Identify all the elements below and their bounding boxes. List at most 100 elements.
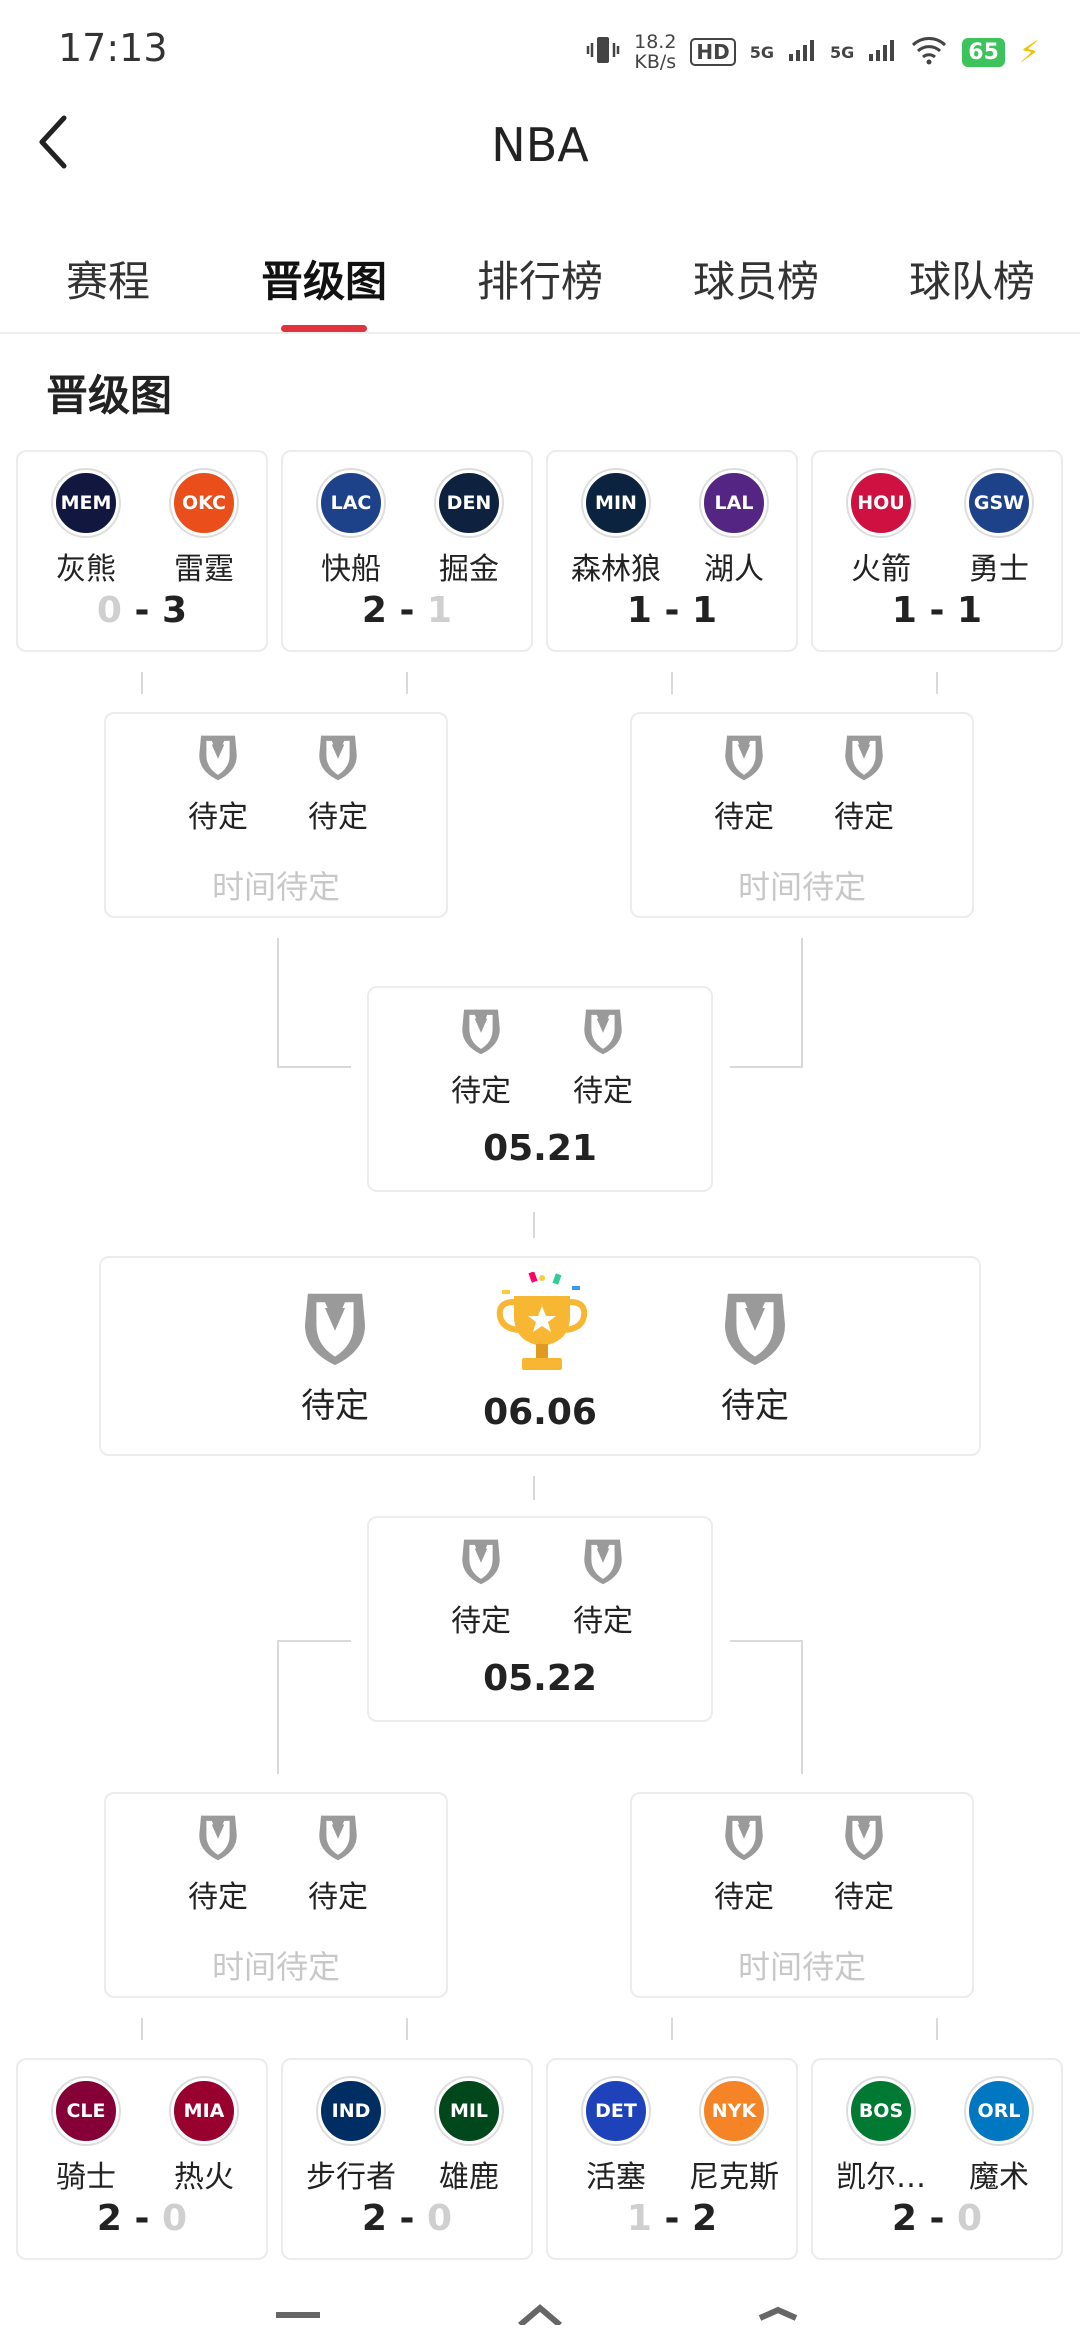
tbd-shield-icon	[845, 1815, 883, 1861]
bracket-line	[533, 1212, 535, 1238]
tab-schedule[interactable]: 赛程	[65, 257, 150, 306]
team-logo-icon: DEN	[436, 470, 502, 536]
score-home: 1	[891, 590, 917, 631]
team-home: IND 步行者	[301, 2078, 401, 2196]
team-tbd-right: 待定	[543, 1536, 663, 1640]
series-score: 1 - 1	[813, 590, 1061, 631]
team-name: 湖人	[704, 552, 764, 587]
series-card-tbd[interactable]: 待定待定时间待定	[630, 712, 974, 918]
score-separator: -	[386, 2198, 427, 2239]
series-card-tbd[interactable]: 待定 待定时间待定	[630, 1792, 974, 1998]
team-tbd-right: 待定	[543, 1006, 663, 1110]
team-logo-icon: LAC	[318, 470, 384, 536]
series-date: 时间待定	[737, 868, 866, 906]
score-away: 1	[427, 590, 453, 631]
page-title: NBA	[491, 118, 589, 172]
score-home: 2	[891, 2198, 917, 2239]
team-away: LAL 湖人	[684, 470, 784, 588]
tbd-shield-icon	[725, 1293, 785, 1366]
status-time: 17:13	[58, 26, 168, 70]
score-separator: -	[916, 590, 957, 631]
tab-standings[interactable]: 排行榜	[476, 257, 603, 306]
team-name: 快船	[321, 552, 381, 587]
team-tbd-left: 待定	[158, 1812, 278, 1916]
team-name: 雄鹿	[439, 2160, 499, 2195]
team-tbd-right: 待定	[278, 732, 398, 836]
series-card-tbd[interactable]: 待定待定时间待定	[104, 1792, 448, 1998]
trophy-icon	[492, 1271, 592, 1386]
tab-team-rank[interactable]: 球队榜	[908, 257, 1035, 306]
score-away: 2	[692, 2198, 718, 2239]
chevron-left-icon	[39, 115, 67, 169]
score-separator: -	[651, 2198, 692, 2239]
series-date: 时间待定	[211, 1948, 340, 1986]
score-separator: -	[121, 590, 162, 631]
series-score: 2 - 0	[813, 2198, 1061, 2239]
team-name: 待定	[301, 1386, 369, 1426]
score-away: 1	[692, 590, 718, 631]
bracket-line	[406, 2018, 408, 2040]
tab-indicator	[281, 325, 367, 332]
score-home: 0	[96, 590, 122, 631]
tab-bar: 赛程 晋级图 排行榜 球员榜 球队榜	[0, 232, 1080, 332]
bracket-line	[730, 1066, 803, 1068]
team-tbd-left: 待定	[684, 1812, 804, 1916]
team-tbd-right: 待定	[278, 1812, 398, 1916]
team-name: 步行者	[306, 2160, 396, 2195]
team-name: 待定	[188, 1880, 248, 1915]
team-tbd-right: 待定	[804, 1812, 924, 1916]
series-card-tbd[interactable]: 待定待定时间待定	[104, 712, 448, 918]
back-button[interactable]	[30, 110, 90, 190]
bracket-line	[936, 2018, 938, 2040]
series-date: 05.21	[483, 1128, 597, 1169]
series-date: 时间待定	[737, 1948, 866, 1986]
section-title: 晋级图	[46, 371, 173, 420]
team-tbd-left: 待定	[158, 732, 278, 836]
series-score: 2 - 1	[283, 590, 531, 631]
finals-team-left: 待定	[275, 1288, 395, 1427]
bracket-line	[671, 672, 673, 694]
team-name: 火箭	[851, 552, 911, 587]
tbd-shield-icon	[845, 735, 883, 781]
series-card-tbd[interactable]: 待定待定 05.21	[367, 986, 713, 1192]
tbd-shield-icon	[584, 1539, 622, 1585]
bracket-line	[533, 1476, 535, 1500]
team-name: 待定	[573, 1604, 633, 1639]
team-tbd-left: 待定	[421, 1536, 541, 1640]
team-logo-icon: IND	[318, 2078, 384, 2144]
team-name: 待定	[834, 1880, 894, 1915]
score-away: 0	[427, 2198, 453, 2239]
team-name: 待定	[714, 1880, 774, 1915]
team-name: 待定	[188, 800, 248, 835]
score-separator: -	[916, 2198, 957, 2239]
back-nav-icon	[758, 2306, 798, 2321]
tbd-shield-icon	[725, 1815, 763, 1861]
tab-player-rank[interactable]: 球员榜	[692, 257, 819, 306]
tab-bracket[interactable]: 晋级图	[216, 232, 432, 332]
team-logo-icon: LAL	[701, 470, 767, 536]
bracket-line	[730, 1640, 803, 1642]
team-logo-icon: BOS	[848, 2078, 914, 2144]
team-tbd-left: 待定	[684, 732, 804, 836]
finals-team-right: 待定	[695, 1288, 815, 1427]
team-name: 待定	[451, 1074, 511, 1109]
team-name: 活塞	[586, 2160, 646, 2195]
finals-date: 06.06	[483, 1392, 597, 1433]
team-name: 待定	[834, 800, 894, 835]
